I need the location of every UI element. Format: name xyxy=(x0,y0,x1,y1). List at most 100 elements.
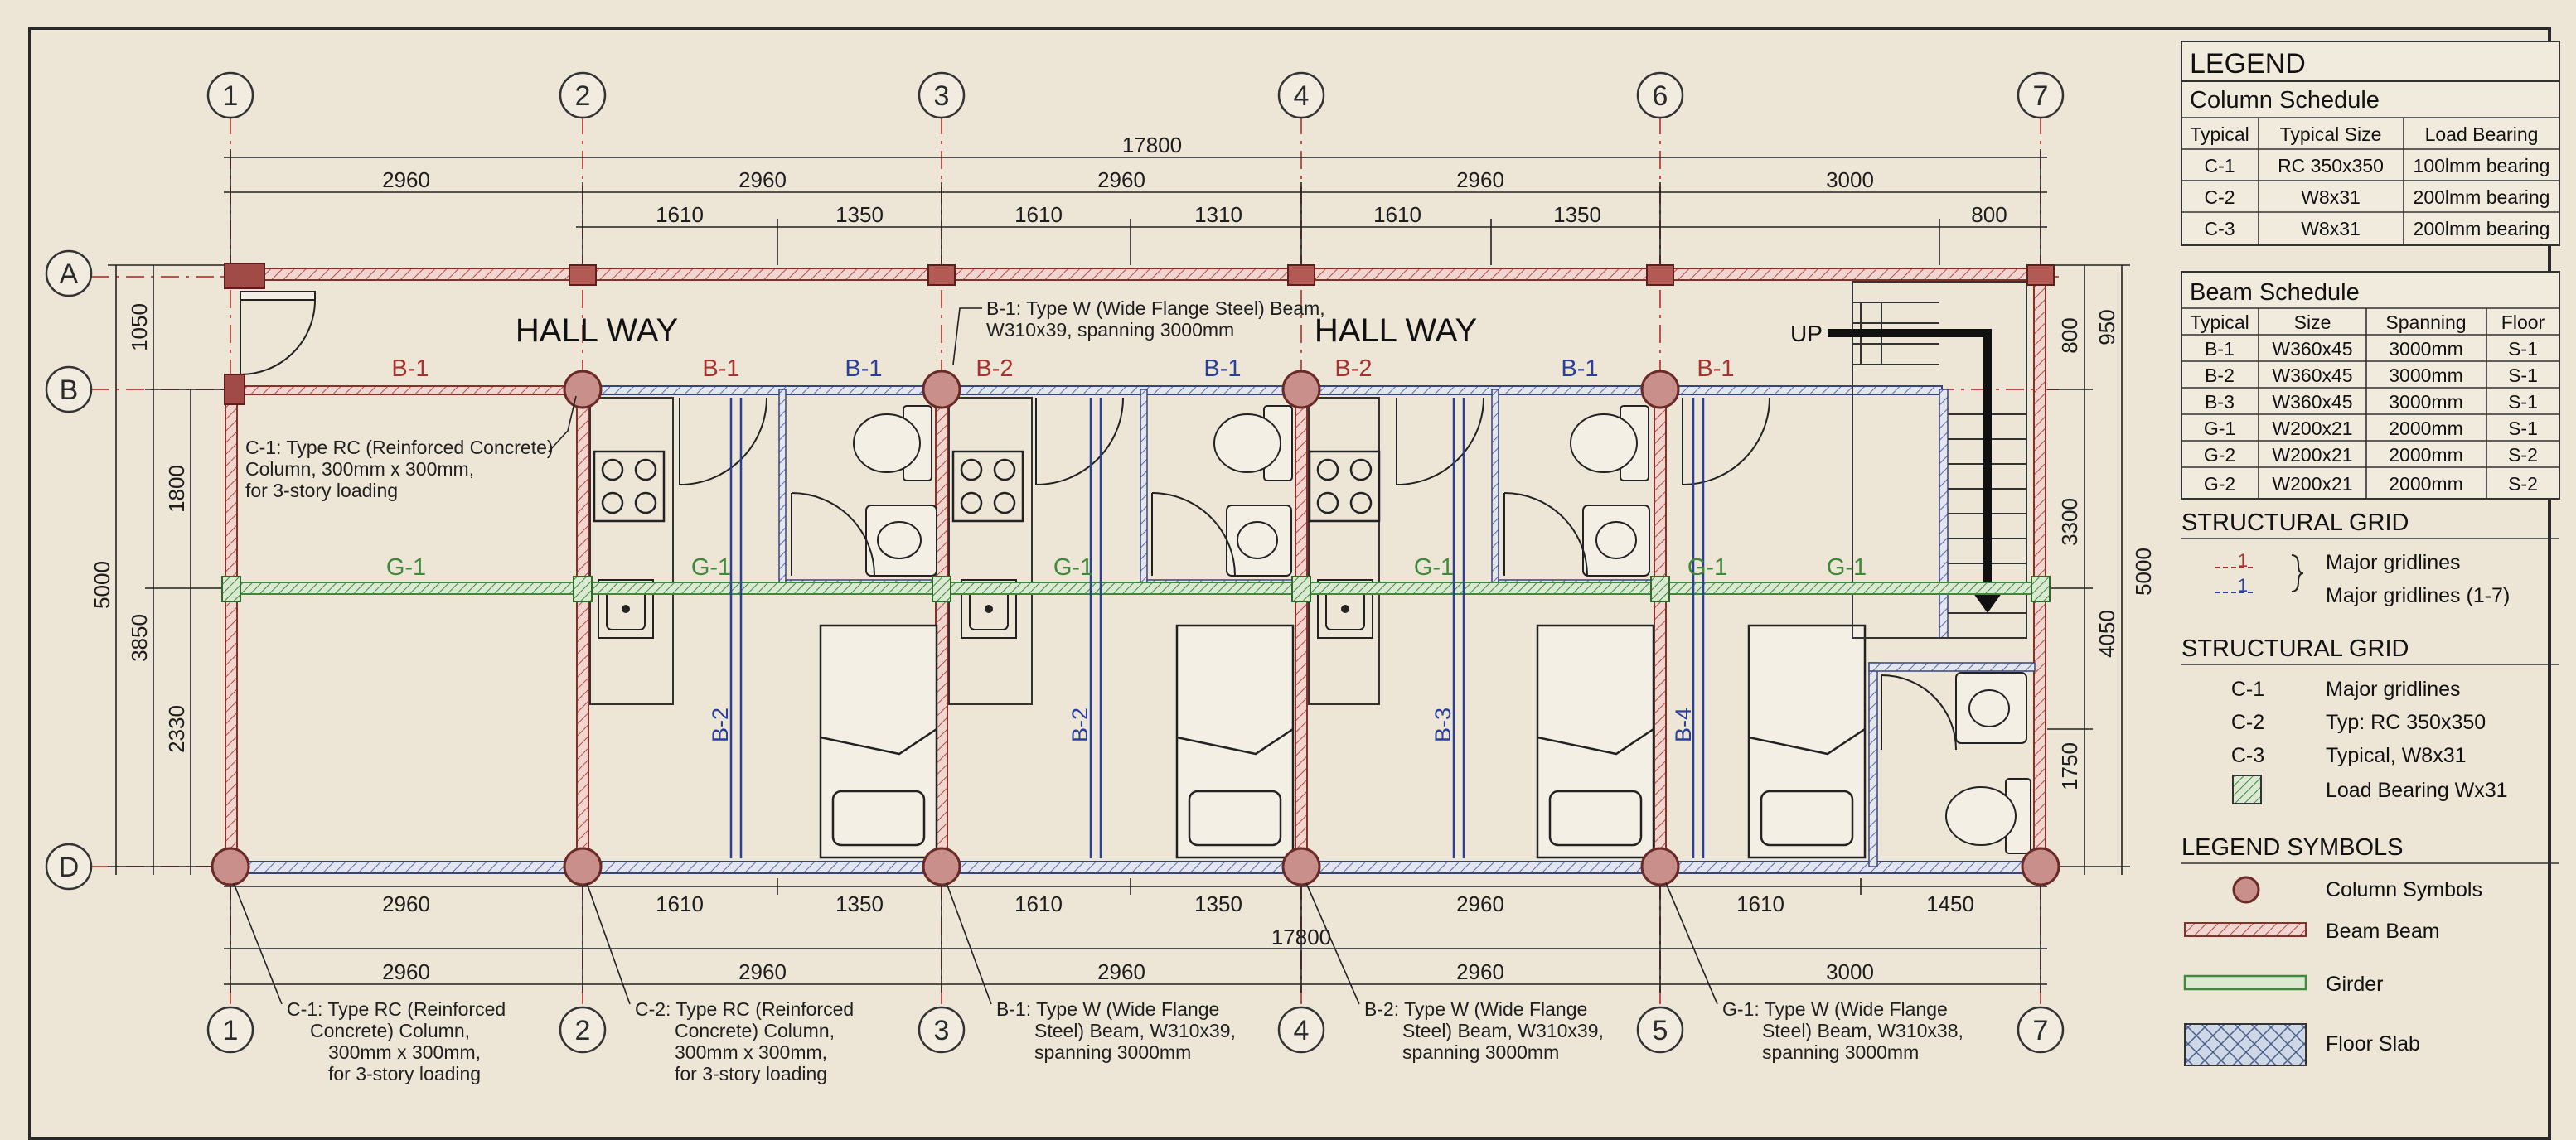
beam-label: B-1 xyxy=(845,355,882,382)
svg-text:2960: 2960 xyxy=(1097,959,1145,984)
svg-text:G-2: G-2 xyxy=(2204,473,2235,495)
girder-label: G-1 xyxy=(1687,554,1727,581)
svg-text:Typical: Typical xyxy=(2190,123,2249,145)
column-round xyxy=(1281,370,1321,409)
beam-labels: B-1 B-1 B-1 B-2 B-1 B-2 B-1 B-1 xyxy=(391,355,1734,382)
vertical-beams xyxy=(729,398,1705,858)
stove-icons xyxy=(593,450,1381,523)
svg-text:1610: 1610 xyxy=(1373,202,1421,227)
bed-icon xyxy=(1175,624,1295,859)
kitchen-counters xyxy=(589,397,1380,705)
svg-text:spanning 3000mm: spanning 3000mm xyxy=(1402,1041,1559,1063)
annotation-bottom-b2: B-2: Type W (Wide Flange Steel) Beam, W3… xyxy=(1305,882,1604,1063)
svg-text:2960: 2960 xyxy=(1456,167,1504,192)
column-round xyxy=(1281,847,1321,886)
grid-bubble-1-bottom: 1 xyxy=(206,1006,254,1054)
doors xyxy=(240,291,1957,751)
svg-text:2960: 2960 xyxy=(738,959,787,984)
door-icon xyxy=(1881,674,1957,751)
svg-text:3850: 3850 xyxy=(127,614,152,662)
structural-grid-title: STRUCTURAL GRID xyxy=(2181,510,2409,536)
grid-bubble-A: A xyxy=(45,249,93,297)
grid-bubble-6: 6 xyxy=(1636,71,1684,119)
svg-text:W360x45: W360x45 xyxy=(2272,391,2352,413)
vertical-beam-label: B-4 xyxy=(1671,708,1696,742)
svg-text:for 3-story loading: for 3-story loading xyxy=(245,480,398,501)
svg-text:B: B xyxy=(60,374,79,406)
svg-text:for 3-story loading: for 3-story loading xyxy=(675,1063,827,1084)
door-icon xyxy=(1035,397,1124,485)
beam-schedule-title: Beam Schedule xyxy=(2190,279,2360,306)
svg-text:B-2: Type W (Wide Flange: B-2: Type W (Wide Flange xyxy=(1364,998,1587,1020)
svg-text:2000mm: 2000mm xyxy=(2389,473,2462,495)
svg-text:1610: 1610 xyxy=(656,202,704,227)
door-icon xyxy=(240,291,316,375)
svg-text:2960: 2960 xyxy=(382,891,430,916)
beam-symbol-icon xyxy=(2184,922,2307,937)
svg-text:2960: 2960 xyxy=(382,167,430,192)
svg-text:2330: 2330 xyxy=(164,705,189,753)
svg-text:B-1: B-1 xyxy=(2205,338,2235,360)
svg-text:17800: 17800 xyxy=(1271,925,1331,949)
annotation-top-b1: B-1: Type W (Wide Flange Steel) Beam, W3… xyxy=(952,297,1325,365)
svg-text:1750: 1750 xyxy=(2057,742,2082,790)
svg-text:G-1: G-1 xyxy=(2204,418,2235,439)
svg-text:C-1: C-1 xyxy=(2231,678,2264,701)
annotation-bottom-b1: B-1: Type W (Wide Flange Steel) Beam, W3… xyxy=(946,882,1236,1063)
svg-text:W200x21: W200x21 xyxy=(2272,473,2352,495)
svg-text:100lmm bearing: 100lmm bearing xyxy=(2414,155,2550,176)
column-round xyxy=(563,370,603,409)
svg-text:1610: 1610 xyxy=(656,891,704,916)
svg-text:S-2: S-2 xyxy=(2508,444,2538,466)
bottom-dimensions: 2960 1610 1350 1610 1350 2960 1610 1450 … xyxy=(224,878,2047,993)
stove-icon xyxy=(1308,450,1381,523)
grid-bubble-3: 3 xyxy=(918,71,966,119)
column-square xyxy=(569,264,597,286)
girder-line xyxy=(228,582,2045,595)
svg-text:Spanning: Spanning xyxy=(2385,312,2466,333)
svg-text:4: 4 xyxy=(1294,1015,1310,1046)
girder-labels: G-1 G-1 G-1 G-1 G-1 G-1 xyxy=(386,554,1867,581)
girder-label: G-1 xyxy=(691,554,731,581)
svg-text:1310: 1310 xyxy=(1194,202,1242,227)
sink-icon xyxy=(1317,579,1373,639)
gridline-symbol-icon: 1 1 xyxy=(2215,550,2304,596)
svg-text:3000mm: 3000mm xyxy=(2389,391,2462,413)
svg-text:Floor Slab: Floor Slab xyxy=(2326,1032,2420,1055)
door-icon xyxy=(791,492,875,577)
svg-text:Load Bearing: Load Bearing xyxy=(2425,123,2539,145)
legend-panel: LEGEND Column Schedule Typical Typical S… xyxy=(2181,41,2560,1066)
svg-text:Column, 300mm x 300mm,: Column, 300mm x 300mm, xyxy=(245,458,474,480)
door-icon xyxy=(1151,492,1236,577)
svg-text:S-1: S-1 xyxy=(2508,338,2538,360)
svg-text:17800: 17800 xyxy=(1122,133,1182,157)
svg-text:B-1: Type W (Wide Flange Steel: B-1: Type W (Wide Flange Steel) Beam, xyxy=(986,297,1325,319)
svg-text:W360x45: W360x45 xyxy=(2272,338,2352,360)
svg-text:6: 6 xyxy=(1653,80,1668,112)
svg-text:W310x39, spanning 3000mm: W310x39, spanning 3000mm xyxy=(986,319,1234,341)
grid-bubble-7-bottom: 7 xyxy=(2017,1006,2065,1054)
svg-text:2960: 2960 xyxy=(738,167,787,192)
svg-text:W200x21: W200x21 xyxy=(2272,418,2352,439)
svg-text:G-2: G-2 xyxy=(2204,444,2235,466)
svg-text:1800: 1800 xyxy=(164,465,189,513)
svg-text:3000mm: 3000mm xyxy=(2389,365,2462,386)
svg-text:Steel) Beam, W310x39,: Steel) Beam, W310x39, xyxy=(1034,1020,1236,1041)
svg-text:1610: 1610 xyxy=(1014,202,1063,227)
basin-icon xyxy=(1226,505,1292,577)
grid-bubble-2: 2 xyxy=(559,71,607,119)
column-schedule-title: Column Schedule xyxy=(2190,87,2380,114)
svg-text:5000: 5000 xyxy=(90,561,114,609)
beam-label: B-2 xyxy=(1334,355,1372,382)
column-girder-node xyxy=(932,576,951,602)
grid-bubble-7: 7 xyxy=(2017,71,2065,119)
svg-text:D: D xyxy=(59,852,80,883)
stove-icon xyxy=(951,450,1024,523)
legend-title: LEGEND xyxy=(2190,48,2306,80)
svg-text:C-1: Type RC (Reinforced Concr: C-1: Type RC (Reinforced Concrete) xyxy=(245,437,554,458)
svg-text:4050: 4050 xyxy=(2094,610,2119,658)
column-round xyxy=(1640,847,1680,886)
svg-text:B-1: Type W (Wide Flange: B-1: Type W (Wide Flange xyxy=(996,998,1219,1020)
column-round xyxy=(2021,847,2060,886)
svg-text:G-1: Type W (Wide Flange: G-1: Type W (Wide Flange xyxy=(1722,998,1948,1020)
